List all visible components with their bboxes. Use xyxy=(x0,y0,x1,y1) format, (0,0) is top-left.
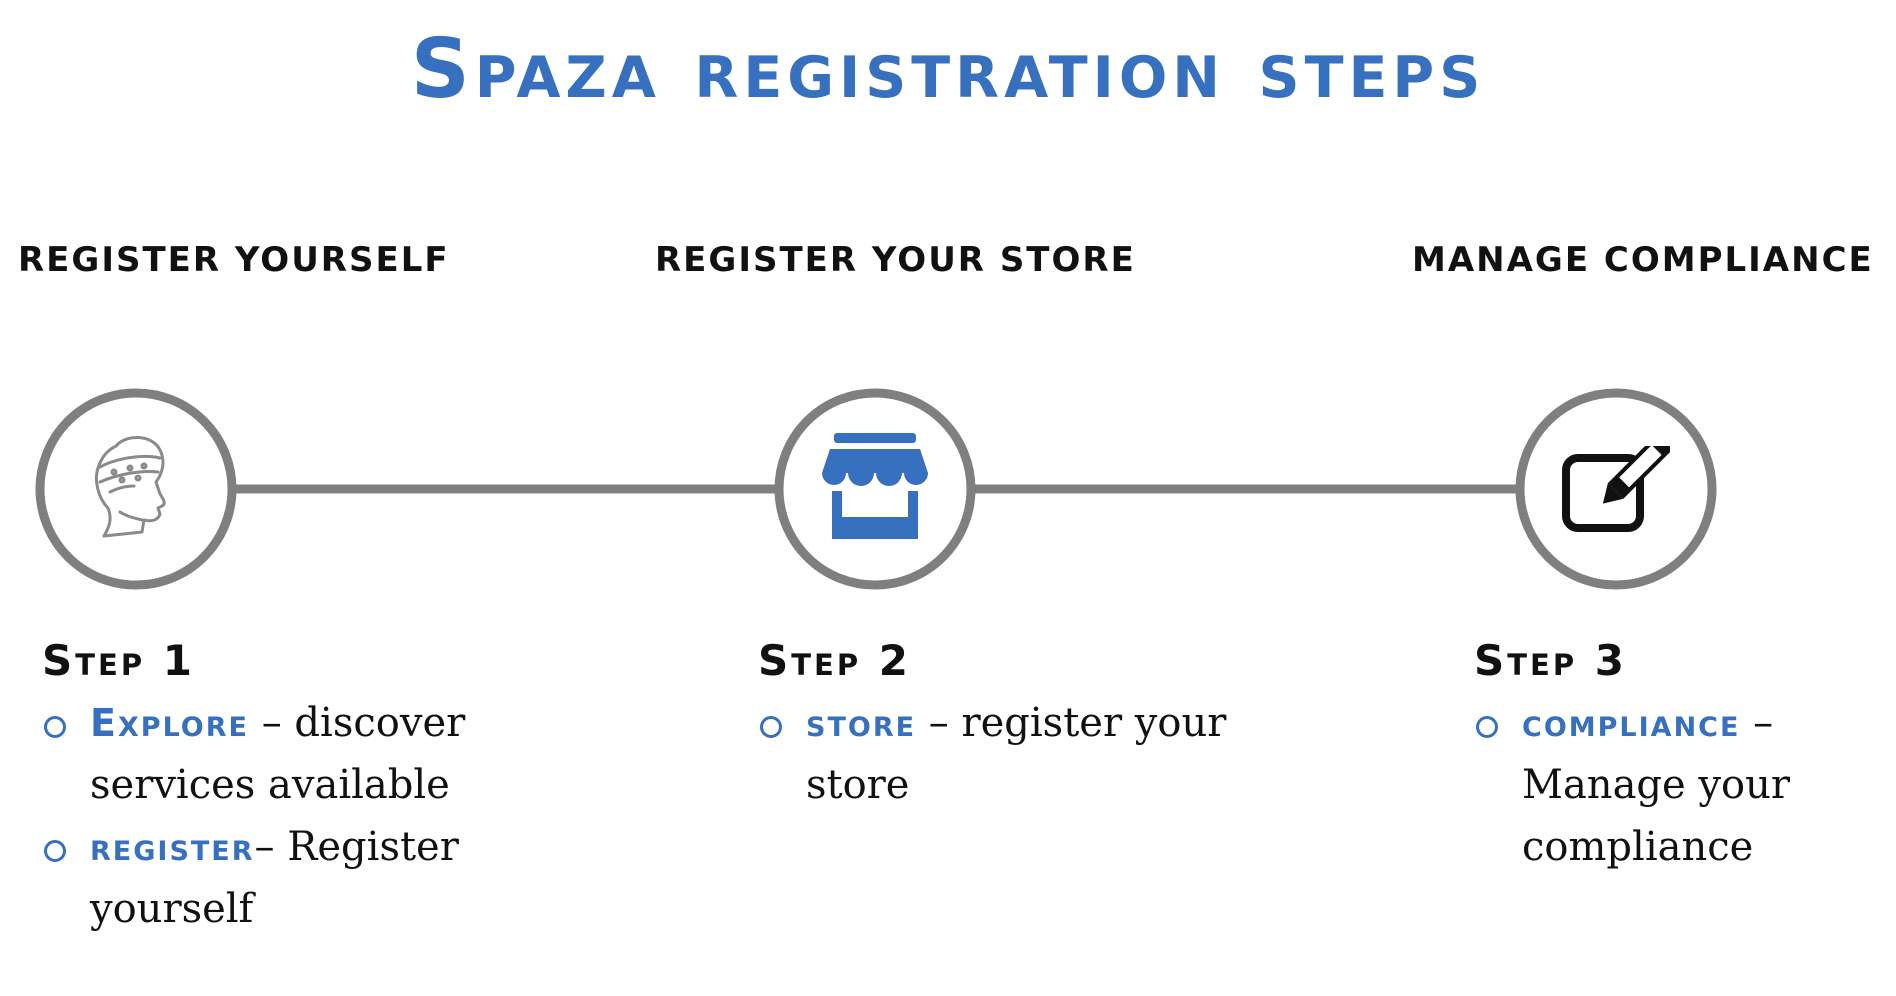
timeline xyxy=(35,388,1717,590)
step-1-heading: Step 1 xyxy=(42,636,195,685)
bullet-text: – Manage your compliance xyxy=(1522,700,1790,870)
bullet-text: – register your store xyxy=(806,700,1227,808)
step-3-heading: Step 3 xyxy=(1474,636,1627,685)
list-item: Explore – discover services available xyxy=(42,692,562,816)
keyword-compliance: compliance xyxy=(1522,701,1741,745)
step-3-bullets: compliance – Manage your compliance xyxy=(1474,692,1884,878)
bullet-text: – discover services available xyxy=(90,700,466,808)
list-item: register– Register yourself xyxy=(42,816,562,940)
keyword-explore: Explore xyxy=(90,701,249,745)
step-1-circle xyxy=(35,388,237,590)
list-item: compliance – Manage your compliance xyxy=(1474,692,1884,878)
phase-label-manage-compliance: MANAGE COMPLIANCE xyxy=(1412,240,1874,280)
phase-label-register-your-store: REGISTER YOUR STORE xyxy=(655,240,1136,280)
step-2-circle xyxy=(774,388,976,590)
step-2-heading: Step 2 xyxy=(758,636,911,685)
keyword-store: store xyxy=(806,701,917,745)
step-1-bullets: Explore – discover services available re… xyxy=(42,692,562,940)
store-icon xyxy=(822,433,928,539)
person-head-icon xyxy=(94,436,166,538)
bullet-text: – Register yourself xyxy=(90,824,459,932)
list-item: store – register your store xyxy=(758,692,1318,816)
diagram-title: Spaza registration steps xyxy=(410,22,1486,117)
keyword-register: register xyxy=(90,825,255,869)
edit-icon xyxy=(1562,446,1670,532)
phase-label-register-yourself: REGISTER YOURSELF xyxy=(18,240,450,280)
step-2-bullets: store – register your store xyxy=(758,692,1318,816)
